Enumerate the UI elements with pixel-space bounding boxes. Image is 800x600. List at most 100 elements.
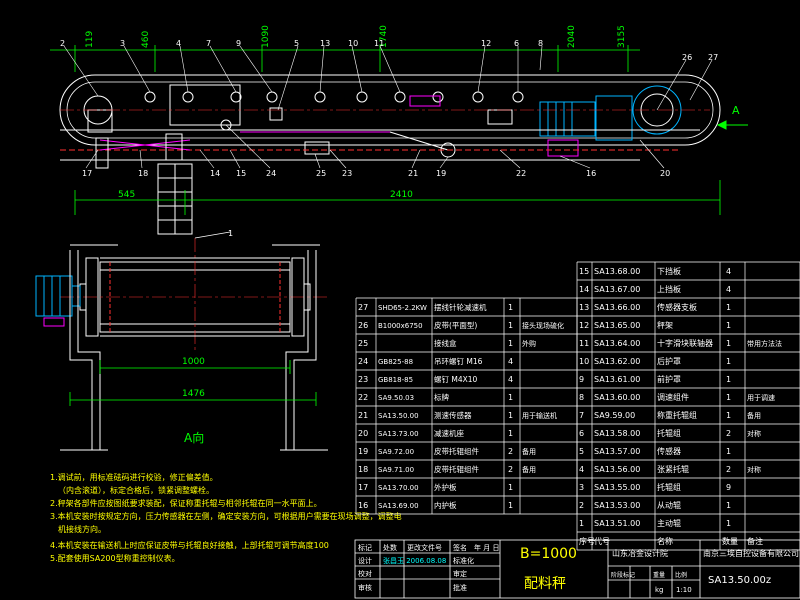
- table-cell-no: 15: [579, 267, 589, 276]
- table-cell-note: 备用: [747, 411, 761, 420]
- note-line: 1.调试前，用标准砝码进行校验，修正偏差值。: [50, 472, 218, 482]
- tb-cell: 签名: [453, 543, 467, 552]
- table-cell-qty: 2: [726, 465, 731, 474]
- table-cell-qty: 1: [508, 393, 513, 402]
- callout: 23: [342, 169, 352, 178]
- tb-weight-unit: kg: [655, 586, 664, 594]
- callout: 20: [660, 169, 670, 178]
- table-cell-note: 带用方法法: [747, 339, 782, 348]
- dim-label: 3155: [617, 25, 627, 48]
- table-header-cell: 名称: [657, 536, 673, 546]
- callout: 19: [436, 169, 446, 178]
- table-cell-code: SA13.70.00: [378, 484, 419, 492]
- table-cell-name: 接线盒: [434, 338, 457, 348]
- table-cell-code: SA9.50.03: [378, 394, 414, 402]
- table-cell-qty: 1: [726, 321, 731, 330]
- left-frame: [69, 250, 93, 450]
- section-dimensions: [69, 231, 317, 406]
- top-dim-labels: 119 460 1090 1740 2040 3155 545 2410: [85, 25, 627, 200]
- callout-numbers: 2 3 4 7 9 5 13 10 11 12 6 8 26 27 17 18 …: [60, 39, 718, 178]
- table-cell-code: SHD65-2.2KW: [378, 304, 427, 312]
- table-cell-name: 摆线针轮减速机: [434, 302, 487, 312]
- note-line: 机接线方向。: [58, 524, 106, 534]
- table-cell-note: 备用: [522, 465, 536, 474]
- view-arrow-a: [716, 120, 748, 130]
- table-cell-note: 对称: [747, 429, 761, 438]
- table-cell-code: SA13.69.00: [378, 502, 419, 510]
- tb-stage: 阶段标记: [611, 571, 635, 579]
- table-cell-code: SA13.53.00: [594, 501, 640, 510]
- table-cell-name: 皮带托辊组件: [434, 446, 479, 456]
- weigh-frame: [169, 84, 241, 126]
- table-cell-code: SA13.60.00: [594, 393, 640, 402]
- table-cell-qty: 4: [726, 285, 731, 294]
- table-cell-code: SA13.50.00: [378, 412, 419, 420]
- table-cell-name: 皮带托辊组件: [434, 464, 479, 474]
- callout: 2: [60, 39, 65, 48]
- table-cell-name: 十字滑块联轴器: [657, 338, 713, 348]
- table-cell-no: 2: [579, 501, 584, 510]
- tb-company: 山东冶金设计院: [612, 548, 668, 558]
- motor-body: [539, 101, 596, 137]
- section-dim-inner: 1000: [182, 357, 205, 367]
- table-cell-code: GB818-85: [378, 376, 413, 384]
- tb-cell: 年 月 日: [474, 543, 499, 552]
- callout: 7: [206, 39, 211, 48]
- callout: 21: [408, 169, 418, 178]
- section-a-view: [35, 238, 330, 451]
- table-cell-no: 10: [579, 357, 589, 366]
- table-cell-qty: 1: [726, 357, 731, 366]
- callout: 11: [374, 39, 384, 48]
- table-cell-code: SA9.72.00: [378, 448, 414, 456]
- tb-weight: 重量: [653, 571, 665, 579]
- callout: 12: [481, 39, 491, 48]
- load-cell: [269, 107, 283, 121]
- tb-cell: 标记: [358, 543, 372, 552]
- table-cell-name: 调速组件: [657, 392, 689, 402]
- table-cell-no: 1: [579, 519, 584, 528]
- dim-label: 119: [85, 31, 95, 48]
- table-cell-code: SA13.73.00: [378, 430, 419, 438]
- table-cell-qty: 2: [508, 447, 513, 456]
- tb-drawing-no: SA13.50.00z: [708, 575, 771, 586]
- table-cell-qty: 1: [508, 303, 513, 312]
- table-cell-qty: 1: [508, 339, 513, 348]
- dim-label: 545: [118, 190, 135, 200]
- callout-leaders: [63, 45, 713, 169]
- tb-cell: 更改文件号: [407, 543, 442, 552]
- callout: 10: [348, 39, 358, 48]
- belt-inner: [66, 81, 714, 139]
- table-cell-code: SA13.68.00: [594, 267, 640, 276]
- technical-notes: 1.调试前，用标准砝码进行校验，修正偏差值。 （内含滚道），标定合格后，锁紧调整…: [50, 472, 402, 563]
- table-cell-qty: 1: [726, 447, 731, 456]
- reducer-body: [595, 95, 633, 141]
- section-callout: 1: [228, 229, 233, 238]
- callout: 5: [294, 39, 299, 48]
- table-cell-code: GB825-88: [378, 358, 413, 366]
- tb-spec: B=1000: [520, 546, 577, 562]
- tension-unit: [409, 95, 441, 107]
- table-cell-code: SA9.71.00: [378, 466, 414, 474]
- table-cell-no: 3: [579, 483, 584, 492]
- dim-label: 2410: [390, 190, 413, 200]
- table-cell-no: 17: [358, 483, 368, 492]
- table-cell-name: 上挡板: [657, 284, 681, 294]
- note-line: （内含滚道），标定合格后，锁紧调整螺栓。: [58, 485, 214, 495]
- table-cell-qty: 1: [508, 501, 513, 510]
- tb-cell: 校对: [358, 569, 372, 578]
- dim-label: 1090: [261, 25, 271, 48]
- callout: 6: [514, 39, 519, 48]
- table-cell-code: SA13.65.00: [594, 321, 640, 330]
- table-cell-note: 对称: [747, 465, 761, 474]
- callout: 16: [586, 169, 596, 178]
- table-cell-no: 23: [358, 375, 368, 384]
- callout: 25: [316, 169, 326, 178]
- table-cell-no: 6: [579, 429, 584, 438]
- callout: 15: [236, 169, 246, 178]
- table-cell-code: SA13.55.00: [594, 483, 640, 492]
- belt-outline: [59, 74, 721, 146]
- table-cell-qty: 1: [508, 321, 513, 330]
- table-cell-name: 外护板: [434, 482, 457, 492]
- table-cell-no: 19: [358, 447, 368, 456]
